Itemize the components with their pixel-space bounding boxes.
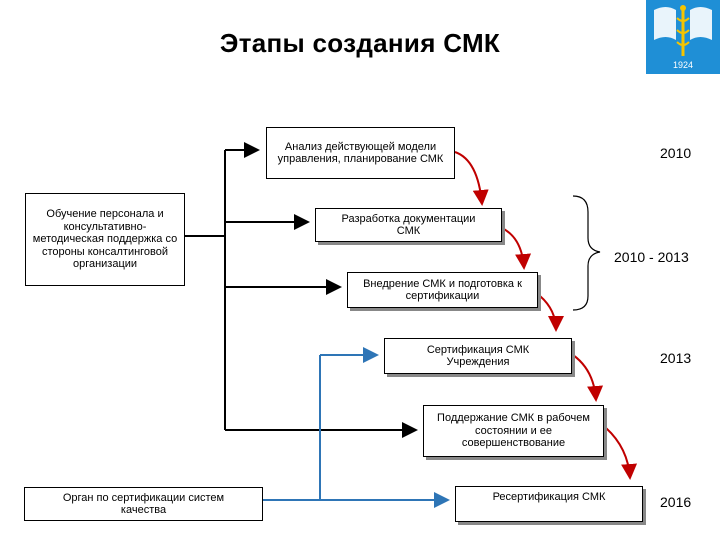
node-certification-label: Сертификация СМК Учреждения — [426, 343, 530, 369]
year-2016: 2016 — [660, 494, 692, 510]
arrow-implementation-to-certification — [539, 295, 564, 332]
logo-year: 1924 — [673, 60, 693, 70]
institution-logo: 1924 — [646, 0, 720, 74]
node-docs: Разработка документации СМК — [315, 208, 502, 242]
node-maintenance: Поддержание СМК в рабочем состоянии и ее… — [423, 405, 604, 457]
page-title: Этапы создания СМК — [219, 28, 501, 58]
node-cert-body-label: Орган по сертификации систем качества — [62, 491, 225, 517]
curly-brace — [572, 195, 601, 311]
arrow-certification-to-maintenance — [572, 354, 604, 402]
year-2010: 2010 — [660, 145, 692, 161]
arrow-analysis-to-docs — [454, 151, 489, 206]
year-2010-2013: 2010 - 2013 — [614, 249, 689, 265]
node-docs-label: Разработка документации СМК — [341, 212, 476, 238]
cert-body-connectors — [263, 347, 450, 508]
node-training-label: Обучение персонала и консультативно-мето… — [32, 208, 178, 271]
node-analysis-label: Анализ действующей модели управления, пл… — [277, 140, 444, 166]
sequence-arrows — [454, 151, 638, 480]
node-maintenance-label: Поддержание СМК в рабочем состоянии и ее… — [437, 412, 590, 450]
node-recert-label: Ресертификация СМК — [492, 491, 606, 503]
caduceus-icon: 1924 — [646, 0, 720, 74]
year-2013: 2013 — [660, 350, 692, 366]
node-cert-body: Орган по сертификации систем качества — [24, 487, 263, 521]
node-implementation: Внедрение СМК и подготовка к сертификаци… — [347, 272, 538, 308]
node-analysis: Анализ действующей модели управления, пл… — [266, 127, 455, 179]
arrow-maintenance-to-recert — [605, 427, 638, 480]
node-certification: Сертификация СМК Учреждения — [384, 338, 572, 374]
arrow-docs-to-implementation — [501, 227, 532, 270]
node-recert: Ресертификация СМК — [455, 486, 643, 522]
node-training: Обучение персонала и консультативно-мето… — [25, 193, 185, 286]
node-implementation-label: Внедрение СМК и подготовка к сертификаци… — [363, 277, 522, 303]
